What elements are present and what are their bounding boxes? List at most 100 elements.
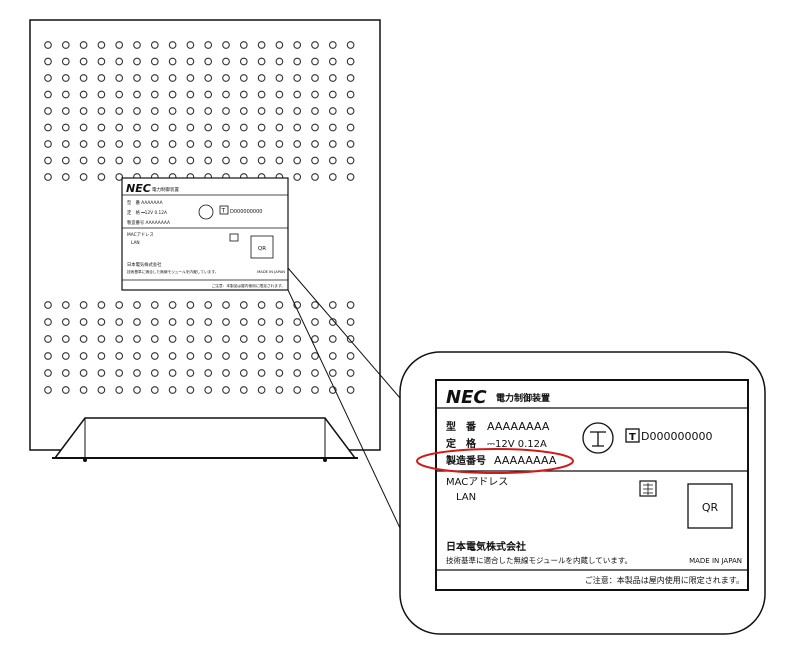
vent-hole: [293, 41, 302, 49]
vent-hole: [328, 90, 337, 99]
vent-hole: [133, 140, 141, 148]
vent-hole: [44, 140, 52, 148]
vent-hole: [186, 41, 195, 49]
vent-hole: [293, 173, 302, 181]
vent-hole: [204, 57, 213, 66]
vent-hole: [257, 74, 266, 82]
vent-hole: [97, 140, 106, 148]
vent-hole: [311, 140, 319, 148]
vent-hole: [275, 369, 284, 377]
vent-hole: [186, 369, 195, 377]
zoom-rating-label: 定 格: [446, 437, 477, 450]
vent-hole: [150, 123, 159, 132]
vent-hole: [328, 369, 337, 377]
vent-hole: [61, 41, 70, 49]
vent-hole: [239, 41, 248, 49]
vent-hole: [115, 90, 124, 99]
vent-hole: [275, 57, 284, 66]
vent-hole: [115, 107, 124, 115]
vent-hole: [275, 140, 284, 148]
vent-hole: [79, 156, 88, 165]
vent-hole: [257, 123, 266, 132]
vent-hole: [79, 107, 88, 115]
vent-hole: [328, 74, 337, 82]
vent-hole: [222, 335, 230, 343]
vent-hole: [328, 57, 337, 66]
vent-hole: [44, 123, 52, 132]
vent-hole: [79, 57, 88, 66]
vent-hole: [204, 156, 213, 165]
vent-hole: [346, 123, 355, 132]
vent-hole: [257, 57, 266, 66]
vent-hole: [61, 335, 70, 343]
vent-hole: [133, 156, 141, 165]
vent-hole-grid: [44, 41, 355, 394]
vent-hole: [186, 74, 195, 82]
vent-hole: [222, 57, 230, 66]
vent-hole: [222, 301, 230, 309]
vent-hole: [186, 107, 195, 115]
compliance-mark-icon: [639, 480, 657, 497]
vent-hole: [61, 90, 70, 99]
small-label-brand: NEC: [126, 182, 151, 195]
vent-hole: [115, 140, 124, 148]
vent-hole: [239, 318, 248, 326]
vent-hole: [97, 301, 106, 309]
vent-hole: [115, 156, 124, 165]
certification-mark-icon: [582, 422, 614, 454]
vent-hole: [150, 107, 159, 115]
vent-hole: [328, 386, 337, 394]
vent-hole: [168, 386, 177, 394]
vent-hole: [168, 156, 177, 165]
vent-hole: [204, 301, 213, 309]
vent-hole: [346, 90, 355, 99]
vent-hole: [204, 90, 213, 99]
vent-hole: [79, 90, 88, 99]
vent-hole: [79, 74, 88, 82]
device-back-panel: [29, 19, 381, 451]
vent-hole: [328, 318, 337, 326]
vent-hole: [61, 156, 70, 165]
vent-hole: [222, 107, 230, 115]
vent-hole: [133, 90, 141, 99]
zoom-model-label: 型 番: [446, 420, 477, 433]
vent-hole: [44, 74, 52, 82]
vent-hole: [186, 352, 195, 360]
vent-hole: [293, 301, 302, 309]
vent-hole: [293, 90, 302, 99]
vent-hole: [97, 369, 106, 377]
vent-hole: [257, 301, 266, 309]
zoom-company: 日本電気株式会社: [446, 540, 526, 553]
vent-hole: [133, 386, 141, 394]
vent-hole: [150, 90, 159, 99]
vent-hole: [239, 386, 248, 394]
vent-hole: [239, 156, 248, 165]
vent-hole: [186, 301, 195, 309]
vent-hole: [44, 156, 52, 165]
vent-hole: [257, 335, 266, 343]
svg-text:T: T: [629, 432, 636, 443]
vent-hole: [275, 386, 284, 394]
zoom-notice: 技術基準に適合した無線モジュールを内蔵しています。: [446, 555, 632, 565]
vent-hole: [97, 107, 106, 115]
vent-hole: [44, 386, 52, 394]
vent-hole: [133, 107, 141, 115]
vent-hole: [257, 140, 266, 148]
vent-hole: [346, 41, 355, 49]
vent-hole: [275, 41, 284, 49]
small-label-footer: ご注意：本製品は屋内使用に限定されます。: [212, 283, 285, 288]
vent-hole: [150, 41, 159, 49]
vent-hole: [44, 335, 52, 343]
vent-hole: [239, 369, 248, 377]
vent-hole: [346, 107, 355, 115]
stand-foot-left: [83, 458, 87, 462]
vent-hole: [346, 74, 355, 82]
vent-hole: [186, 386, 195, 394]
vent-hole: [204, 318, 213, 326]
vent-hole: [133, 123, 141, 132]
vent-hole: [346, 369, 355, 377]
vent-hole: [239, 140, 248, 148]
small-label-rating: 定 格 ⎓12V 0.12A: [127, 209, 167, 216]
vent-hole: [293, 57, 302, 66]
vent-hole: [311, 90, 319, 99]
